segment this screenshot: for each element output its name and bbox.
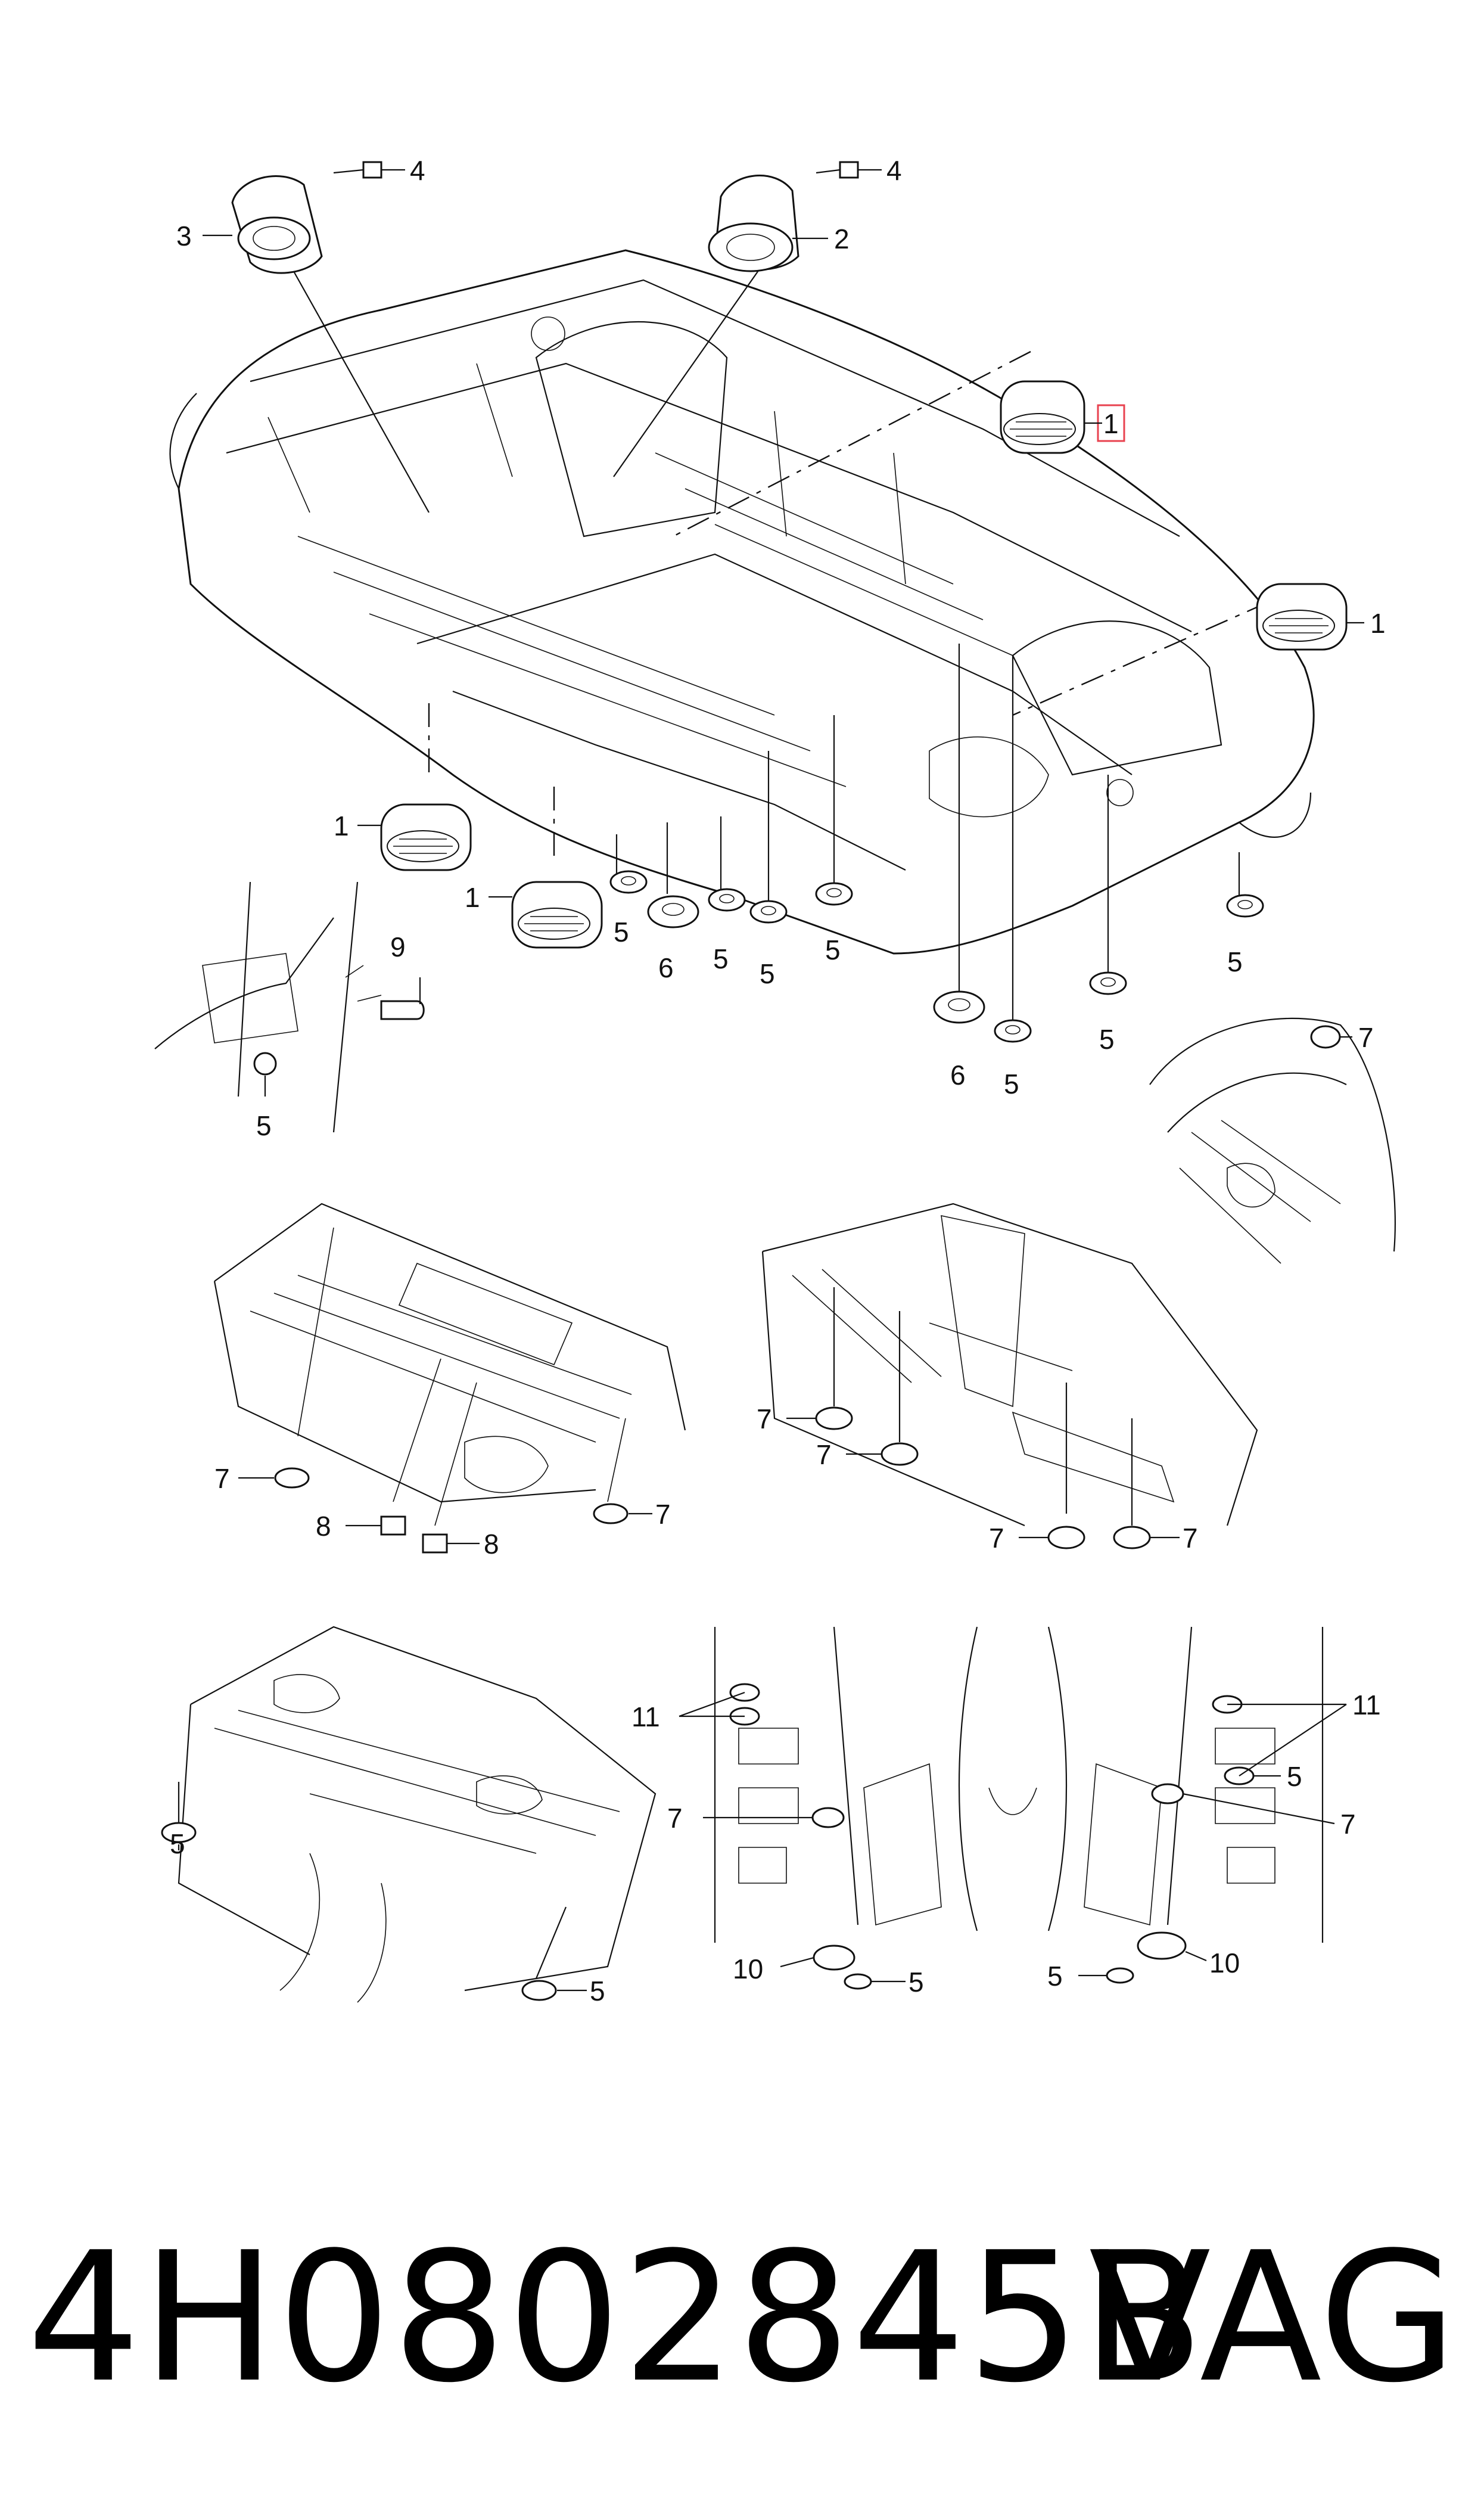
callout-6: 6 (950, 1060, 966, 1091)
part-number: 4H0802845B (27, 2214, 1206, 2422)
callout-5: 5 (256, 1110, 272, 1141)
callout-5: 5 (614, 917, 629, 948)
callout-5: 5 (590, 1976, 605, 2006)
callout-5: 5 (170, 1828, 185, 1859)
grille-plug-1-top (1000, 380, 1125, 454)
callout-5: 5 (1227, 946, 1243, 977)
callout-5: 5 (1004, 1069, 1019, 1099)
detail-rear-floor (161, 1626, 657, 2003)
boot-part-2 (708, 161, 882, 272)
callout-5: 5 (1047, 1961, 1063, 1992)
callout-5: 5 (760, 958, 775, 989)
callout-5: 5 (713, 943, 729, 974)
callout-2: 2 (834, 223, 850, 254)
callout-9: 9 (390, 931, 406, 962)
callout-4: 4 (410, 155, 425, 186)
callout-8: 8 (316, 1511, 331, 1542)
grommets-main (609, 870, 1264, 1043)
callout-3: 3 (176, 220, 192, 251)
callout-7: 7 (667, 1803, 683, 1834)
callout-11: 11 (631, 1701, 660, 1732)
car-body-underside (169, 249, 1315, 955)
callout-7: 7 (989, 1523, 1004, 1554)
grille-plug-1-left (380, 803, 472, 871)
callout-7: 7 (214, 1463, 230, 1494)
callout-10: 10 (733, 1953, 763, 1984)
callout-5: 5 (1287, 1761, 1302, 1792)
detail-floor-left (213, 1203, 686, 1554)
detail-side-sill (154, 881, 425, 1133)
brand-label: VAG (1088, 2214, 1457, 2422)
callout-7: 7 (655, 1499, 671, 1530)
grille-plug-1-right (1256, 583, 1348, 651)
callout-7: 7 (816, 1439, 832, 1470)
callout-10: 10 (1209, 1948, 1240, 1978)
callout-5: 5 (825, 934, 841, 965)
callout-4: 4 (886, 155, 902, 186)
parts-exploded-diagram: 1 1 1 1 2 3 4 4 5 6 5 5 5 6 5 5 5 9 5 7 … (154, 155, 1396, 2006)
callout-8: 8 (484, 1529, 499, 1560)
detail-floor-panel (714, 1626, 1324, 1990)
callout-1: 1 (1103, 408, 1119, 439)
callout-7: 7 (1183, 1523, 1198, 1554)
callout-1: 1 (465, 882, 480, 913)
callout-1: 1 (1370, 608, 1386, 639)
detail-wheel-arch (1149, 1017, 1396, 1264)
callout-labels: 1 1 1 1 2 3 4 4 5 6 5 5 5 6 5 5 5 9 5 7 … (170, 155, 1386, 2006)
grille-plug-1-lower (511, 881, 603, 949)
callout-6: 6 (658, 952, 674, 983)
callout-7: 7 (1340, 1809, 1356, 1840)
callout-5: 5 (909, 1967, 924, 1998)
callout-1: 1 (334, 810, 349, 841)
callout-7: 7 (757, 1403, 772, 1434)
boot-part-3 (231, 161, 405, 274)
callout-7: 7 (1358, 1022, 1374, 1053)
detail-floor-right (761, 1203, 1258, 1549)
callout-5: 5 (1099, 1024, 1115, 1055)
callout-11: 11 (1352, 1689, 1381, 1720)
leader-lines (291, 256, 1270, 1025)
